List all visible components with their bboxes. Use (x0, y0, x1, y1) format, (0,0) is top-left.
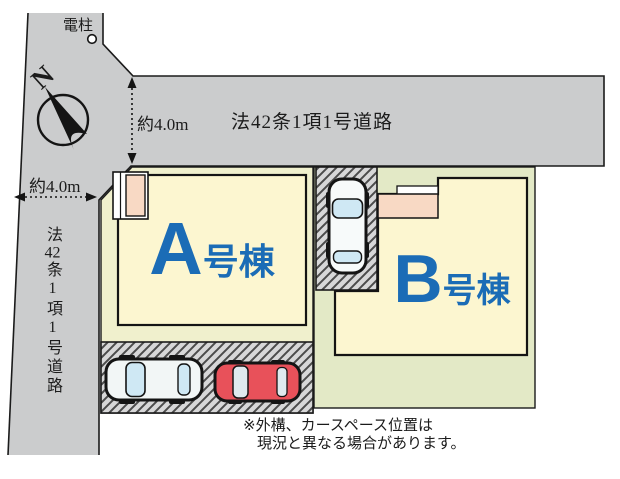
car-top-view-red-horizontal (213, 360, 302, 404)
car-top-view-white-horizontal (104, 355, 204, 404)
north-arrow-icon (36, 87, 90, 150)
car-top-view-white-vertical (326, 177, 369, 275)
disclaimer-line2: 現況と異なる場合があります。 (257, 435, 466, 452)
building-b-entrance (377, 193, 439, 219)
left-road-name-part1: 法 (44, 226, 61, 245)
disclaimer-line1: ※外構、カースペース位置は (243, 417, 434, 434)
top-road-width-arrow (127, 77, 137, 164)
building-a-suffix: 号棟 (202, 241, 275, 282)
road-border-left (7, 12, 29, 456)
disclaimer-note: ※外構、カースペース位置は 現況と異なる場合があります。 (243, 417, 466, 453)
left-road-name-part2: 42 (44, 245, 61, 261)
top-road-name-label: 法42条1項1号道路 (231, 112, 394, 133)
road-border-right (98, 13, 605, 455)
building-b-letter: B (393, 241, 443, 317)
building-a-entrance (125, 174, 146, 217)
left-road-width-label: 約4.0m (29, 177, 81, 196)
building-b-suffix: 号棟 (442, 272, 511, 310)
left-road-name-label: 法42条1項1号道路 (40, 226, 64, 396)
left-road-name-part3: 条1項1号道路 (44, 261, 61, 396)
left-road-width-arrow (14, 192, 97, 202)
top-road-width-label: 約4.0m (137, 115, 189, 134)
utility-pole-icon (86, 33, 98, 45)
building-a-footprint (116, 173, 308, 327)
utility-pole-label: 電柱 (63, 18, 94, 34)
building-a-letter: A (149, 207, 203, 290)
road-surface (8, 13, 604, 455)
